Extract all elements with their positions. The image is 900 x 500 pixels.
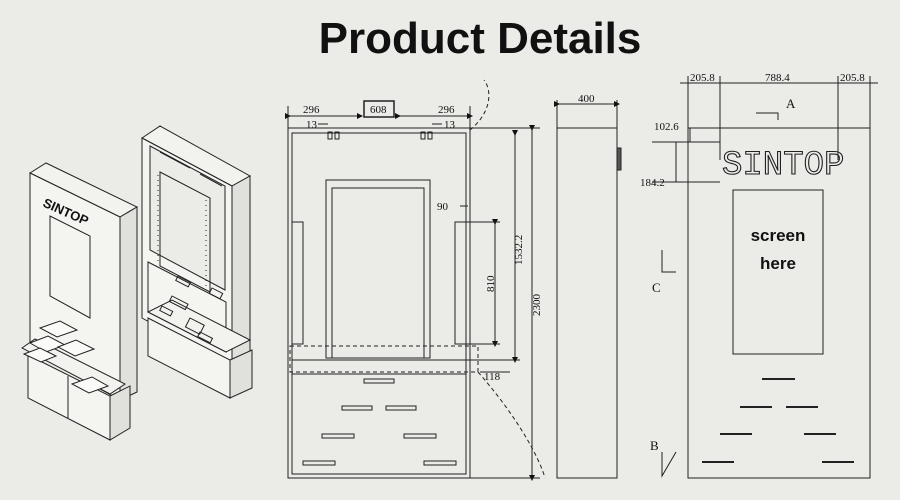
section-marker-b: B	[650, 438, 659, 453]
dim-notch-left: 13	[306, 119, 318, 131]
front-view-drawing	[285, 79, 546, 481]
dim-depth: 400	[578, 93, 595, 105]
dim-notch-right: 13	[444, 119, 456, 131]
elevation-brand-logo: SINTOP	[722, 147, 844, 185]
section-marker-c: C	[652, 280, 661, 295]
elevation-dimensions: 205.8 788.4 205.8 102.6 184.2 A C B	[640, 72, 865, 453]
dim-side-gap: 90	[437, 201, 449, 213]
screen-label-line2: here	[760, 254, 796, 273]
screen-label-line1: screen	[751, 226, 806, 245]
dim-logo-top: 102.6	[654, 121, 679, 133]
dim-logo-width: 788.4	[765, 72, 790, 84]
dim-cutout-height: 1532.2	[513, 235, 525, 265]
dim-left-margin: 205.8	[690, 72, 715, 84]
dim-top-right: 296	[438, 104, 455, 116]
dim-top-center: 608	[370, 104, 387, 116]
section-marker-a: A	[786, 96, 796, 111]
dim-total-height: 2300	[531, 294, 543, 317]
page-title: Product Details	[318, 14, 642, 63]
isometric-view-open	[141, 125, 253, 399]
dim-logo-height: 184.2	[640, 177, 665, 189]
elevation-view-drawing	[652, 76, 878, 479]
isometric-view-closed	[21, 162, 139, 441]
side-view-drawing	[554, 100, 622, 479]
dim-base-offset: 118	[484, 371, 501, 383]
dim-top-left: 296	[303, 104, 320, 116]
dim-screen-height: 810	[485, 275, 497, 292]
front-view-dimensions: 296 608 296 13 13 90 810 1532.2 2300 118	[303, 104, 543, 383]
dim-right-margin: 205.8	[840, 72, 865, 84]
